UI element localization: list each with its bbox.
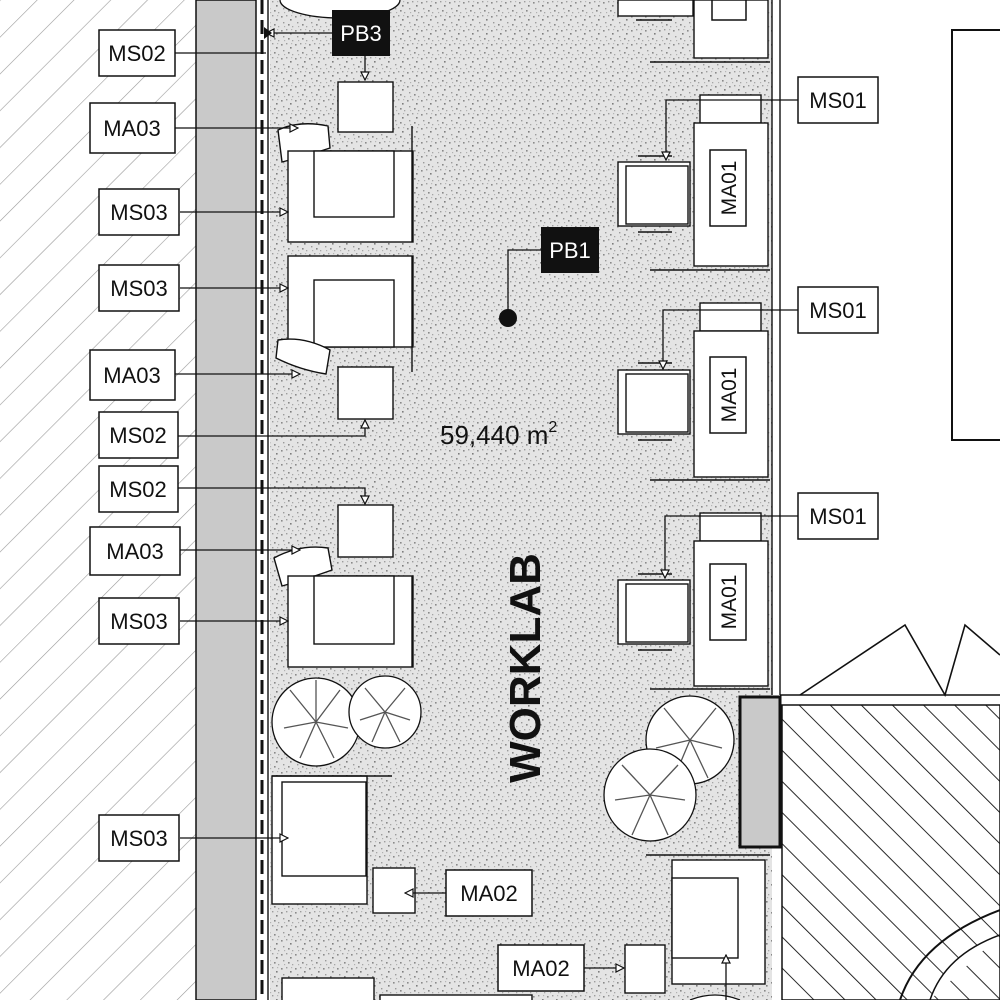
pb3-arrowhead xyxy=(264,27,272,39)
tag-ms03-1 xyxy=(98,188,180,236)
room-area-value: 59,440 m xyxy=(440,420,548,450)
room-area-unit-sup: 2 xyxy=(548,419,557,436)
room-area: 59,440 m2 xyxy=(440,419,557,450)
tag-ms02-1 xyxy=(98,29,176,77)
tag-ms01-text: MS01 xyxy=(809,88,866,113)
tag-ma01-3 xyxy=(709,563,747,641)
left-furniture xyxy=(271,81,533,1000)
plant-icon xyxy=(271,677,361,767)
plant-icon xyxy=(348,675,422,749)
tag-ms01-text: MS01 xyxy=(809,504,866,529)
tag-ma03-1 xyxy=(89,102,176,154)
tag-ma02-2 xyxy=(497,944,585,992)
right-workstations xyxy=(617,0,770,994)
tag-ms03-4 xyxy=(98,814,180,862)
adjacent-room-box xyxy=(951,29,1000,441)
curved-structure-inner xyxy=(929,934,1000,1000)
tag-pb3-text: PB3 xyxy=(340,21,382,46)
tag-ma01-1 xyxy=(709,149,747,227)
tag-ms03-text: MS03 xyxy=(110,609,167,634)
tag-ma01-partial xyxy=(711,0,747,21)
tag-ma02-1 xyxy=(445,869,533,917)
tag-ms03-2 xyxy=(98,264,180,312)
left-tags xyxy=(89,29,181,862)
exterior-wall xyxy=(195,0,257,1000)
roof-zigzag xyxy=(799,623,1000,698)
tag-ma03-text: MA03 xyxy=(103,116,160,141)
tag-ms02-3 xyxy=(98,465,179,513)
tag-ms02-text: MS02 xyxy=(109,423,166,448)
tag-ma03-text: MA03 xyxy=(103,363,160,388)
tag-ms01-1 xyxy=(797,76,879,124)
leader-lines xyxy=(175,33,798,1000)
room-name: WORKLAB xyxy=(501,553,550,783)
hatch-right-border xyxy=(781,704,1000,1000)
tag-ms03-3 xyxy=(98,597,180,645)
plant-icon xyxy=(689,994,741,1000)
tag-ms02-2 xyxy=(98,411,179,459)
tag-pb1-text: PB1 xyxy=(549,238,591,263)
tag-pb3 xyxy=(332,10,390,56)
pb1-marker-dot xyxy=(499,309,517,327)
tag-ma02-text: MA02 xyxy=(512,956,569,981)
tag-ma01-text: MA01 xyxy=(718,161,741,216)
tag-ma01-2 xyxy=(709,356,747,434)
tag-ma03-2 xyxy=(89,349,176,401)
right-tags xyxy=(445,0,879,992)
plant-icon xyxy=(603,748,697,842)
tag-ms02-text: MS02 xyxy=(109,477,166,502)
tag-ms03-text: MS03 xyxy=(110,200,167,225)
structural-column xyxy=(738,695,782,849)
tag-ma01-text: MA01 xyxy=(718,575,741,630)
tag-pb1 xyxy=(541,227,599,273)
tag-ms03-text: MS03 xyxy=(110,826,167,851)
tag-ms01-3 xyxy=(797,492,879,540)
tag-ma03-text: MA03 xyxy=(106,539,163,564)
tag-ma03-3 xyxy=(89,526,181,576)
exterior-hatch-right xyxy=(782,705,1000,1000)
curved-structure xyxy=(899,909,1000,1000)
tag-ma02-text: MA02 xyxy=(460,881,517,906)
plants xyxy=(271,0,741,1000)
tag-ms01-text: MS01 xyxy=(809,298,866,323)
tag-ms02-text: MS02 xyxy=(108,41,165,66)
tag-ms01-2 xyxy=(797,286,879,334)
tag-ma01-text: MA01 xyxy=(718,368,741,423)
tag-ms03-text: MS03 xyxy=(110,276,167,301)
